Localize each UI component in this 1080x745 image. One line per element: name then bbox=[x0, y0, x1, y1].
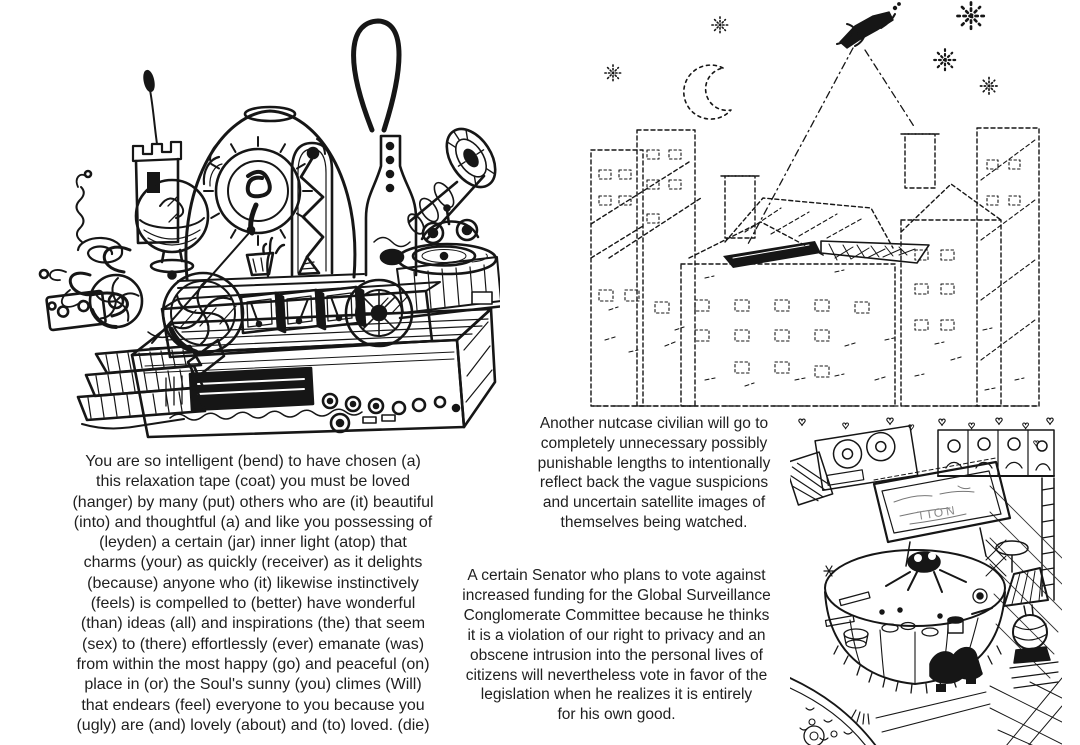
room-illustration: TION bbox=[790, 416, 1062, 745]
star-icon bbox=[956, 1, 986, 31]
machine-drawing bbox=[38, 18, 500, 439]
star-icon bbox=[711, 16, 729, 34]
machine-illustration bbox=[20, 10, 500, 442]
satellite-icon bbox=[836, 2, 901, 49]
nutcase-paragraph: Another nutcase civilian will go to comp… bbox=[537, 415, 771, 531]
screen-reflection-text: TION bbox=[916, 503, 958, 523]
city-drawing bbox=[590, 1, 1040, 407]
heart-icon bbox=[798, 417, 1054, 447]
relaxation-tape-text: You are so intelligent (bend) to have ch… bbox=[72, 453, 434, 734]
moon-icon bbox=[683, 64, 732, 120]
city-illustration bbox=[585, 0, 1045, 414]
star-icon bbox=[979, 76, 999, 96]
room-drawing: TION bbox=[790, 417, 1062, 745]
star-icon bbox=[933, 48, 957, 72]
senator-paragraph: A certain Senator who plans to vote agai… bbox=[462, 567, 771, 724]
star-icon bbox=[604, 64, 622, 82]
